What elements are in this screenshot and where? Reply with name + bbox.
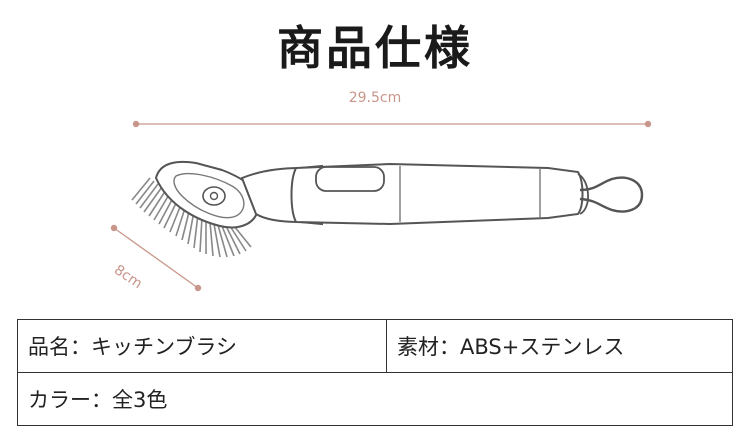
length-label: 29.5cm <box>348 90 402 106</box>
length-dimension-line <box>132 120 652 128</box>
spec-table: 品名：キッチンブラシ 素材：ABS+ステンレス カラー：全3色 <box>17 319 733 426</box>
page-title: 商品仕様 <box>277 21 473 75</box>
material-cell: 素材：ABS+ステンレス <box>386 319 733 373</box>
handle-window <box>315 166 385 192</box>
color-cell: カラー：全3色 <box>17 372 733 426</box>
hanging-loop <box>579 176 644 213</box>
table-row: 品名：キッチンブラシ 素材：ABS+ステンレス <box>17 319 733 373</box>
table-row: カラー：全3色 <box>17 372 733 426</box>
soap-button-icon <box>202 186 226 206</box>
product-name-cell: 品名：キッチンブラシ <box>17 319 387 373</box>
width-dimension-line <box>110 224 202 292</box>
